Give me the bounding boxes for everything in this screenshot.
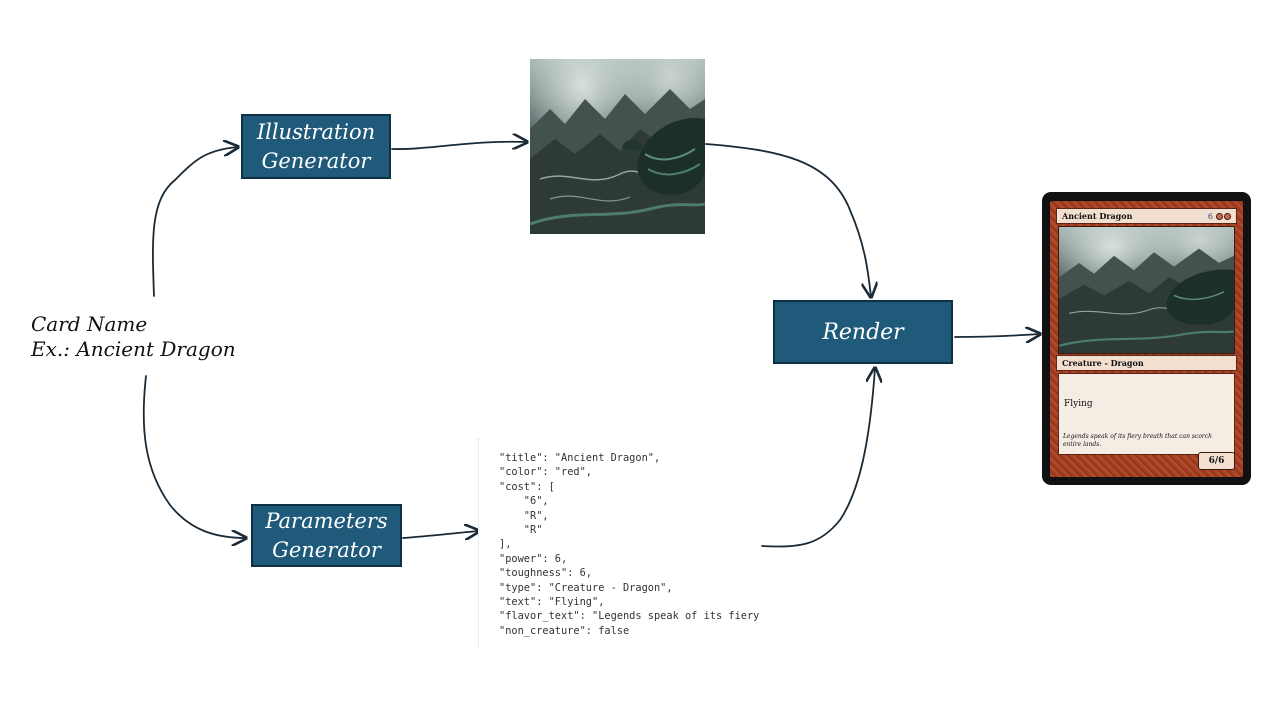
card-text-box: Flying Legends speak of its fiery breath… [1058,373,1235,455]
card-power-toughness: 6/6 [1198,452,1235,470]
illustration-generator-node: Illustration Generator [241,114,391,179]
card-type-line: Creature - Dragon [1062,358,1144,368]
render-label: Render [822,319,904,345]
arrow-illustration-to-art [391,142,527,149]
mana-cost: 6 [1208,212,1231,221]
card-flavor-text: Legends speak of its fiery breath that c… [1063,433,1213,448]
arrow-name-to-parameters [142,375,246,538]
card-type-bar: Creature - Dragon [1056,355,1237,371]
arrow-art-to-render [705,143,871,297]
arrow-name-to-illustration [152,147,238,297]
parameters-generator-label-2: Generator [272,537,381,562]
card-title: Ancient Dragon [1062,211,1133,221]
dragon-illustration [530,59,705,234]
red-mana-icon [1224,212,1231,220]
parameters-generator-label-1: Parameters [265,508,388,533]
red-mana-icon [1216,212,1223,220]
illustration-generator-label-2: Generator [261,148,371,173]
card-artwork [1058,226,1235,354]
card-name-label: Card Name [31,312,148,336]
card-name-example: Ex.: Ancient Dragon [31,337,236,361]
arrow-json-to-render [761,368,875,548]
card-title-bar: Ancient Dragon 6 [1056,208,1237,224]
illustration-generator-label-1: Illustration [256,119,376,144]
card-rules-text: Flying [1064,399,1093,409]
parameters-generator-node: Parameters Generator [251,504,402,567]
render-node: Render [773,300,953,364]
json-parameters-output: "title": "Ancient Dragon", "color": "red… [478,438,761,650]
mana-generic: 6 [1207,211,1213,221]
json-code: "title": "Ancient Dragon", "color": "red… [499,452,760,637]
arrow-parameters-to-json [402,531,479,538]
arrow-render-to-card [954,334,1040,337]
card-name-input: Card Name Ex.: Ancient Dragon [31,312,236,362]
